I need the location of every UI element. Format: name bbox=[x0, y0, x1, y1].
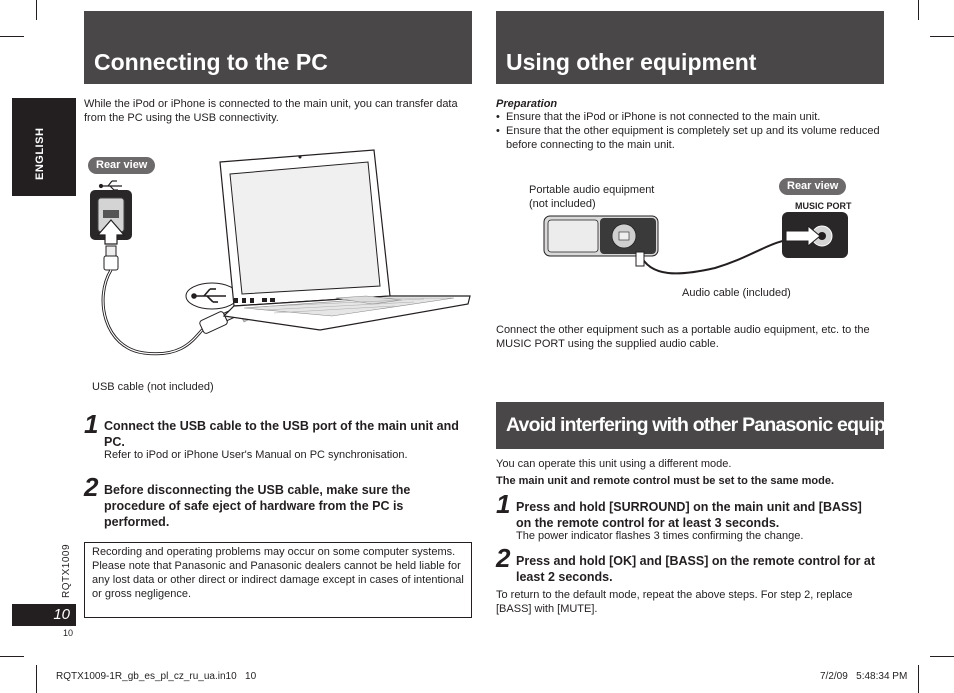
arrow-right-icon bbox=[785, 224, 821, 248]
step-title: Press and hold [SURROUND] on the main un… bbox=[516, 500, 862, 530]
audio-cable-label: Audio cable (included) bbox=[682, 287, 791, 299]
step-number: 2 bbox=[496, 543, 511, 573]
preparation-item: Ensure that the iPod or iPhone is not co… bbox=[496, 110, 880, 124]
crop-mark bbox=[930, 656, 954, 657]
page-number-box: 10 bbox=[12, 604, 76, 626]
pc-connection-illustration bbox=[90, 149, 471, 356]
crop-mark bbox=[0, 36, 24, 37]
footer-date: 7/2/09 5:48:34 PM bbox=[820, 671, 908, 682]
section-header-interference: Avoid interfering with other Panasonic e… bbox=[496, 402, 929, 449]
portable-equipment-label: Portable audio equipment (not included) bbox=[529, 184, 655, 210]
crop-mark bbox=[36, 0, 37, 20]
crop-mark bbox=[918, 0, 919, 20]
crop-mark bbox=[36, 665, 37, 693]
interference-note: The main unit and remote control must be… bbox=[496, 475, 834, 487]
pc-note-box: Recording and operating problems may occ… bbox=[84, 542, 472, 618]
step-number: 1 bbox=[496, 489, 511, 519]
section-header-equipment: Using other equipment bbox=[496, 11, 884, 84]
page-number-small: 10 bbox=[63, 628, 74, 638]
usb-cable-label: USB cable (not included) bbox=[92, 381, 214, 393]
return-default-text: To return to the default mode, repeat th… bbox=[496, 589, 853, 615]
rear-view-badge-right: Rear view bbox=[779, 178, 847, 195]
page-number: 10 bbox=[53, 606, 70, 623]
section-header-pc: Connecting to the PC bbox=[84, 11, 472, 84]
section-title-interference: Avoid interfering with other Panasonic e… bbox=[506, 414, 929, 436]
step-description: Refer to iPod or iPhone User's Manual on… bbox=[104, 449, 408, 461]
crop-mark bbox=[930, 36, 954, 37]
section-title-pc: Connecting to the PC bbox=[94, 49, 328, 75]
preparation-label: Preparation bbox=[496, 98, 558, 110]
footer-file-name: RQTX1009-1R_gb_es_pl_cz_ru_ua.in10 10 bbox=[56, 671, 257, 682]
doc-code-vertical: RQTX1009 bbox=[61, 543, 72, 598]
interference-intro: You can operate this unit using a differ… bbox=[496, 458, 732, 470]
pc-intro-text: While the iPod or iPhone is connected to… bbox=[84, 98, 458, 124]
preparation-item: Ensure that the other equipment is compl… bbox=[496, 124, 880, 152]
usb-icon bbox=[98, 180, 122, 191]
language-tab: ENGLISH bbox=[12, 98, 76, 196]
crop-mark bbox=[0, 656, 24, 657]
preparation-list: Ensure that the iPod or iPhone is not co… bbox=[496, 110, 880, 152]
music-port-label: MUSIC PORT bbox=[793, 201, 854, 211]
step-description: The power indicator flashes 3 times conf… bbox=[516, 530, 804, 542]
step-title: Connect the USB cable to the USB port of… bbox=[104, 419, 459, 449]
arrow-up-icon bbox=[96, 219, 126, 245]
step-title: Before disconnecting the USB cable, make… bbox=[104, 483, 411, 529]
pc-note-text: Recording and operating problems may occ… bbox=[92, 546, 464, 600]
step-number: 2 bbox=[84, 472, 99, 502]
crop-mark bbox=[918, 665, 919, 693]
language-label: ENGLISH bbox=[34, 127, 46, 180]
connect-equipment-text: Connect the other equipment such as a po… bbox=[496, 324, 870, 350]
step-title: Press and hold [OK] and [BASS] on the re… bbox=[516, 554, 876, 584]
audio-cable bbox=[639, 237, 801, 275]
section-title-equipment: Using other equipment bbox=[506, 49, 757, 75]
step-number: 1 bbox=[84, 409, 99, 439]
portable-equipment-illustration bbox=[543, 212, 848, 275]
rear-view-badge-left: Rear view bbox=[88, 157, 156, 174]
